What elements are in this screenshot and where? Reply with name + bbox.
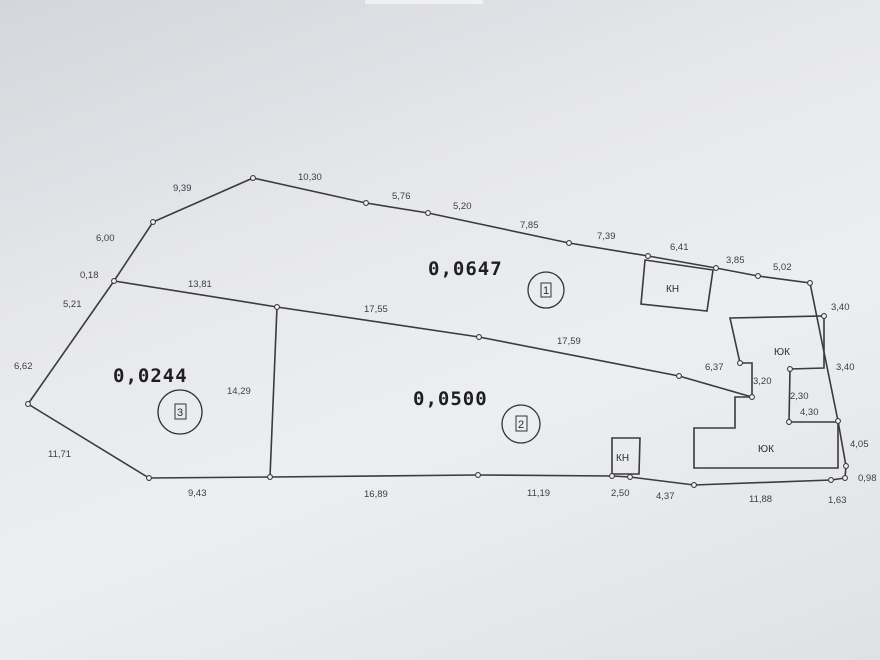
building-kn-lower-label: КН <box>616 453 629 464</box>
outer-boundary-top <box>27 177 847 479</box>
dimension-label: 7,85 <box>520 220 539 231</box>
parcel-1-area: 0,0647 <box>428 258 503 280</box>
dimension-label: 6,41 <box>670 242 689 253</box>
paper-edge <box>365 0 483 4</box>
dimension-label: 3,20 <box>753 376 772 387</box>
dimension-label: 13,81 <box>188 279 212 290</box>
vertex <box>749 394 755 400</box>
dimension-label: 4,30 <box>800 407 819 418</box>
vertex <box>755 273 761 279</box>
vertex <box>645 253 651 259</box>
parcel-1-number-circle <box>527 271 565 309</box>
vertex <box>363 200 369 206</box>
parcel-2-number-box <box>515 415 528 432</box>
vertex <box>267 474 273 480</box>
outer-boundary-bottom <box>27 403 846 486</box>
vertex <box>713 265 719 271</box>
vertex <box>609 473 615 479</box>
dimension-label: 3,40 <box>836 362 855 373</box>
dimension-label: 0,18 <box>80 270 99 281</box>
vertex <box>250 175 256 181</box>
parcel-2: 0,0500 2 <box>413 388 541 444</box>
buildings <box>611 259 839 475</box>
building-kn-upper <box>640 259 714 312</box>
dimension-label: 11,19 <box>527 488 550 499</box>
parcel-3-number-box <box>174 403 187 420</box>
dimension-label: 5,20 <box>453 201 472 212</box>
dimension-labels: 9,39 10,30 5,76 5,20 7,85 7,39 6,41 3,85… <box>14 172 877 506</box>
dimension-label: 5,21 <box>63 299 82 310</box>
dimension-label: 1,63 <box>828 495 847 506</box>
vertex <box>691 482 697 488</box>
vertex <box>146 475 152 481</box>
parcel-2-area: 0,0500 <box>413 388 488 410</box>
parcel-3: 0,0244 3 <box>113 365 203 435</box>
dimension-label: 5,76 <box>392 191 411 202</box>
vertex <box>476 334 482 340</box>
vertex <box>821 313 827 319</box>
dimension-label: 3,40 <box>831 302 850 313</box>
dimension-label: 11,71 <box>48 449 71 460</box>
vertex <box>828 477 834 483</box>
dimension-label: 6,37 <box>705 362 724 373</box>
divider-parcel-2-3 <box>269 306 278 478</box>
dimension-label: 17,59 <box>557 336 581 347</box>
building-kn-upper-label: КН <box>666 284 679 295</box>
parcel-2-number: 2 <box>518 419 524 431</box>
vertex <box>737 360 743 366</box>
vertex <box>425 210 431 216</box>
dimension-label: 7,39 <box>597 231 616 242</box>
vertex <box>475 472 481 478</box>
dimension-label: 9,39 <box>173 183 192 194</box>
dimension-label: 14,29 <box>227 386 251 397</box>
dimension-label: 9,43 <box>188 488 207 499</box>
parcel-3-number-circle <box>157 389 203 435</box>
building-kn-lower <box>611 437 641 475</box>
building-jok-label-1: ЮК <box>774 347 790 358</box>
dimension-label: 16,89 <box>364 489 388 500</box>
vertex <box>835 418 841 424</box>
parcel-3-number: 3 <box>177 407 183 419</box>
dimension-label: 3,85 <box>726 255 745 266</box>
vertex <box>843 463 849 469</box>
vertex <box>842 475 848 481</box>
plot-boundaries <box>27 177 847 486</box>
divider-parcel-1-2 <box>113 280 753 398</box>
parcel-2-number-circle <box>501 404 541 444</box>
dimension-label: 11,88 <box>749 494 772 505</box>
dimension-label: 2,30 <box>790 391 809 402</box>
vertex <box>676 373 682 379</box>
vertex <box>786 419 792 425</box>
parcel-1-number-box <box>540 282 552 298</box>
dimension-label: 17,55 <box>364 304 388 315</box>
vertex <box>787 366 793 372</box>
parcel-1-number: 1 <box>543 285 549 297</box>
dimension-label: 4,05 <box>850 439 869 450</box>
dimension-label: 2,50 <box>611 488 630 499</box>
dimension-label: 6,62 <box>14 361 33 372</box>
vertex <box>25 401 31 407</box>
dimension-label: 4,37 <box>656 491 675 502</box>
survey-points <box>25 175 849 488</box>
dimension-label: 6,00 <box>96 233 115 244</box>
vertex <box>807 280 813 286</box>
building-jok-upper <box>693 315 839 469</box>
vertex <box>150 219 156 225</box>
dimension-label: 0,98 <box>858 473 877 484</box>
parcel-1: 0,0647 1 <box>428 258 565 309</box>
vertex <box>111 278 117 284</box>
parcel-3-area: 0,0244 <box>113 365 188 387</box>
vertex <box>566 240 572 246</box>
dimension-label: 10,30 <box>298 172 322 183</box>
vertex <box>274 304 280 310</box>
dimension-label: 5,02 <box>773 262 792 273</box>
building-jok-label-2: ЮК <box>758 444 774 455</box>
vertex <box>627 474 633 480</box>
